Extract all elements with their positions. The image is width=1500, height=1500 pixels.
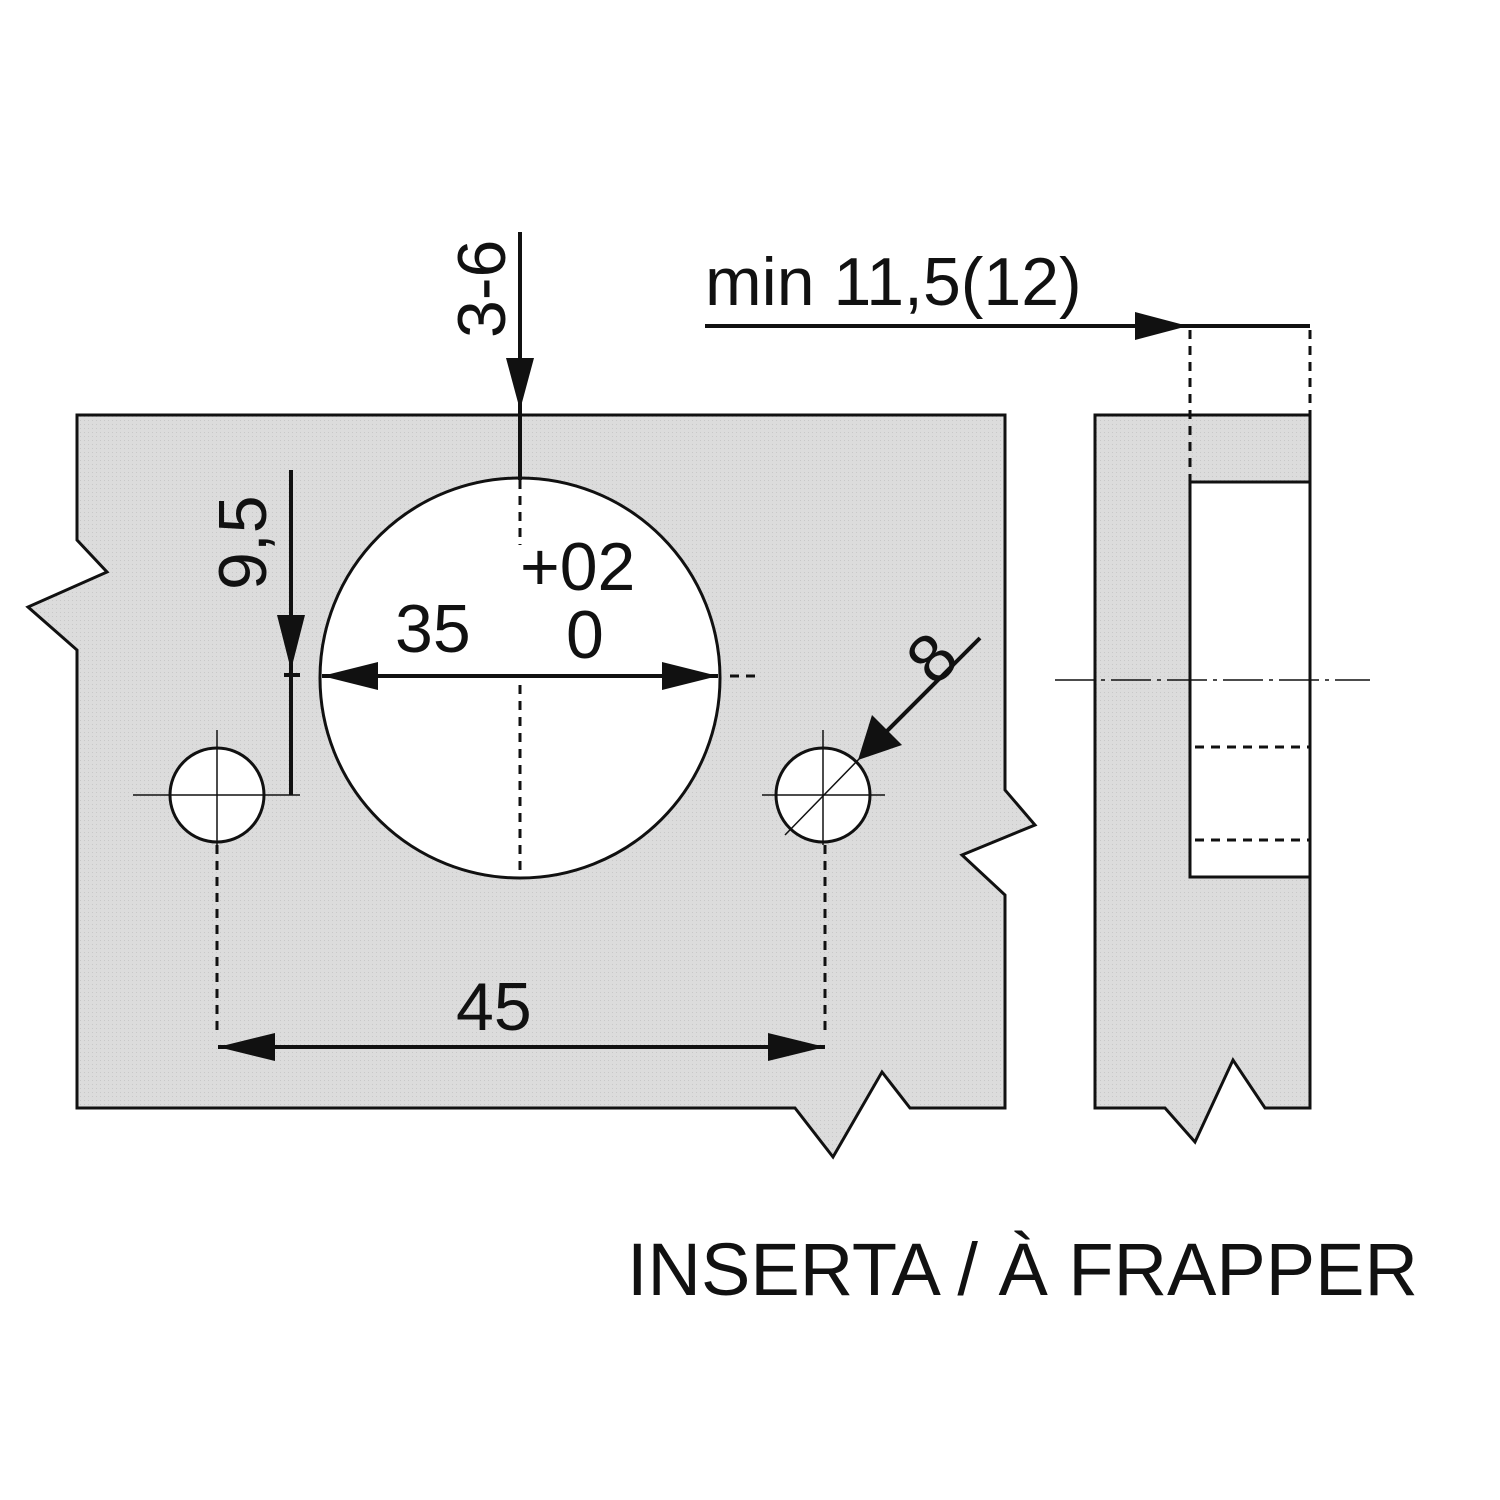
dim-screw-hole	[858, 636, 982, 760]
dim-label-3-6: 3-6	[444, 240, 520, 338]
caption: INSERTA / À FRAPPER	[627, 1228, 1418, 1311]
dim-label-45: 45	[456, 969, 532, 1045]
dim-label-9-5: 9,5	[205, 495, 281, 590]
dim-hole-offset	[277, 470, 305, 795]
side-view-lines	[1055, 330, 1370, 842]
dim-hole-spacing	[215, 845, 827, 1061]
dim-door-edge	[506, 232, 534, 878]
dim-cup-diameter	[322, 662, 758, 690]
dim-tolerance-lower: 0	[566, 597, 604, 673]
crosshairs	[133, 730, 885, 845]
dim-label-35: 35	[395, 591, 471, 667]
dim-label-min-thickness: min 11,5(12)	[705, 244, 1082, 320]
dim-tolerance-upper: +02	[520, 529, 635, 605]
dim-min-thickness	[705, 312, 1310, 340]
